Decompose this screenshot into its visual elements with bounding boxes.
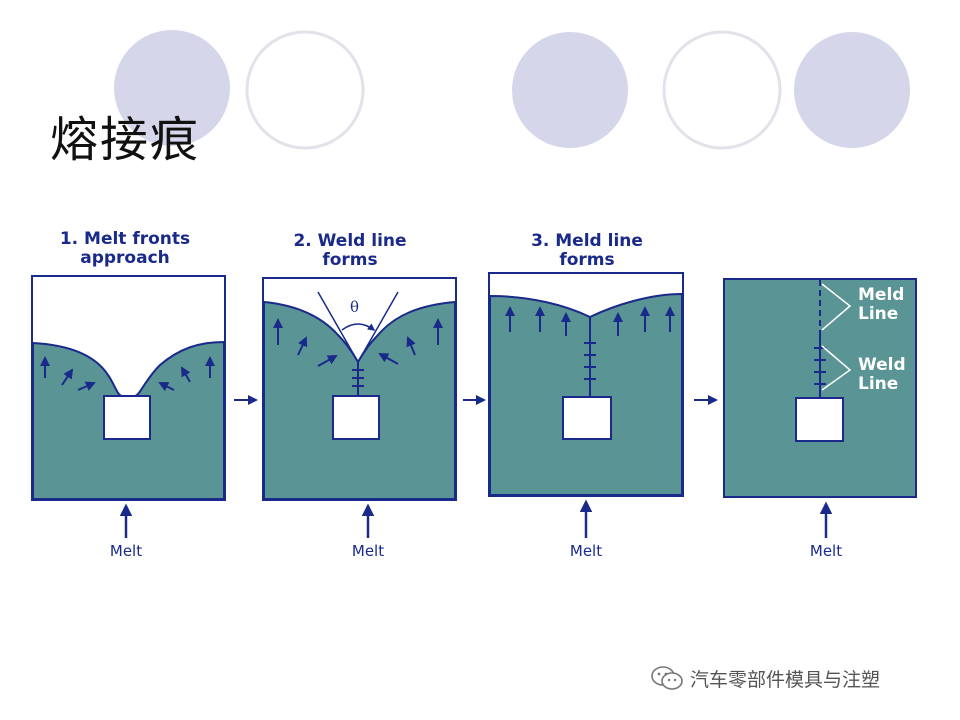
panel-2-flow-arrows [273,318,443,367]
panel-3-weld-line [584,317,596,397]
meld-line-label-line-1: Meld [858,285,905,305]
weld-line-label-line-2: Line [858,374,899,394]
step-1-melt-label: Melt [109,542,143,560]
panel-4-weld-line [814,336,826,398]
step-3-caption-line-2: forms [559,250,615,270]
panel-4-callouts [821,283,852,391]
decor-circle-4 [662,30,782,150]
panel-1-melt-fronts-approach [31,275,226,501]
step-3-caption: 3. Meld line forms [502,232,672,270]
panel-3-insert [562,396,612,440]
panel-2-angle-arc [341,323,376,331]
decor-circle-3 [512,32,628,148]
panel-1-flow-arrows [40,356,215,392]
watermark-text: 汽车零部件模具与注塑 [690,668,881,691]
decor-circle-2 [245,30,365,150]
panel-3-flow-arrows [505,306,675,336]
panel-4-meld-and-weld-lines [723,278,917,498]
panel-2-insert [332,395,380,440]
weld-line-label: Weld Line [858,356,906,394]
step-3-melt-label: Melt [569,542,603,560]
step-2-caption: 2. Weld line forms [265,232,435,270]
step-2-caption-line-2: forms [322,250,378,270]
panel-2-angle-label: θ [350,298,360,316]
meld-line-label: Meld Line [858,286,904,324]
panel-3-meld-line-forms [488,272,684,497]
step-2-caption-line-1: 2. Weld line [293,231,407,251]
panel-3-melt-region [489,292,683,496]
step-3-caption-line-1: 3. Meld line [531,231,643,251]
panel-2-weld-line [352,362,364,396]
melt-inlet-arrows [119,499,833,538]
panel-2-weld-line-forms [262,277,457,501]
panel-4-insert [795,397,844,442]
step-1-caption-line-2: approach [80,248,170,268]
watermark: 汽车零部件模具与注塑 [650,664,880,692]
panel-2-angle-lines [317,291,399,363]
meld-line-label-line-2: Line [858,304,899,324]
weld-line-label-line-1: Weld [858,355,906,375]
decor-circle-1 [114,30,230,146]
step-1-caption-line-1: 1. Melt fronts [59,229,191,249]
decor-circle-5 [794,32,910,148]
panel-1-insert [103,395,151,440]
step-1-caption: 1. Melt fronts approach [40,230,210,268]
slide-title: 熔接痕 [50,112,201,168]
step-4-melt-label: Melt [809,542,843,560]
wechat-icon [651,666,683,690]
step-2-melt-label: Melt [351,542,385,560]
